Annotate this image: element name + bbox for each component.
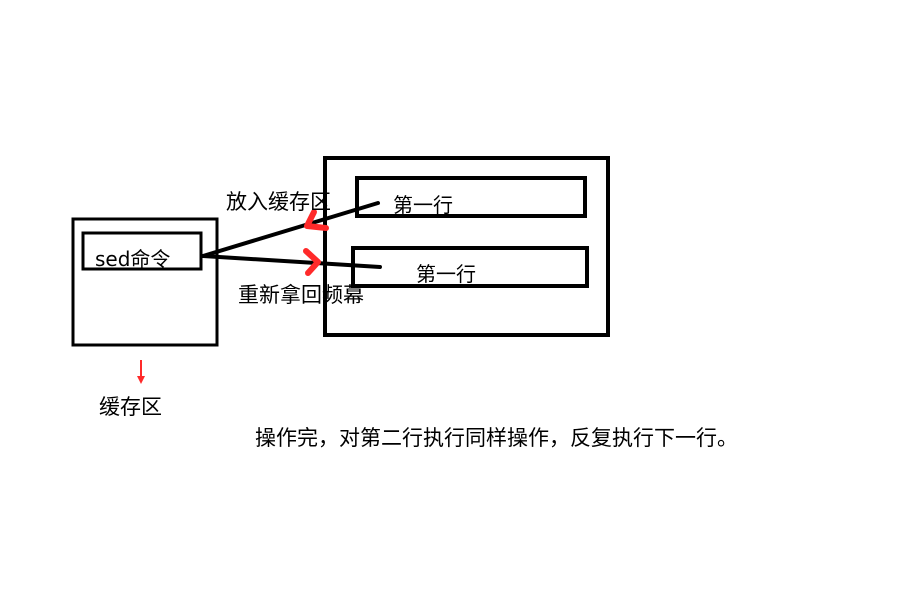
footer-note: 操作完，对第二行执行同样操作，反复执行下一行。 <box>255 426 738 450</box>
buffer-label: 缓存区 <box>99 395 162 419</box>
sed-command-label: sed命令 <box>95 247 170 271</box>
file-line-top-label: 第一行 <box>393 193 453 217</box>
file-box <box>323 156 610 337</box>
connector-to-bottom-line <box>201 254 382 269</box>
buffer-pointer-arrow-icon <box>137 376 145 384</box>
buffer-box <box>71 217 219 347</box>
file-line-bottom-label: 第一行 <box>416 262 476 286</box>
arrow-out-label: 重新拿回频幕 <box>238 283 364 307</box>
connector-to-top-line <box>201 201 380 258</box>
arrow-in-label: 放入缓存区 <box>226 190 331 214</box>
red-arrow-out-icon <box>303 248 321 276</box>
red-arrow-in-icon <box>304 209 329 231</box>
sed-command-box <box>81 231 203 271</box>
file-line-top-box <box>355 176 587 218</box>
